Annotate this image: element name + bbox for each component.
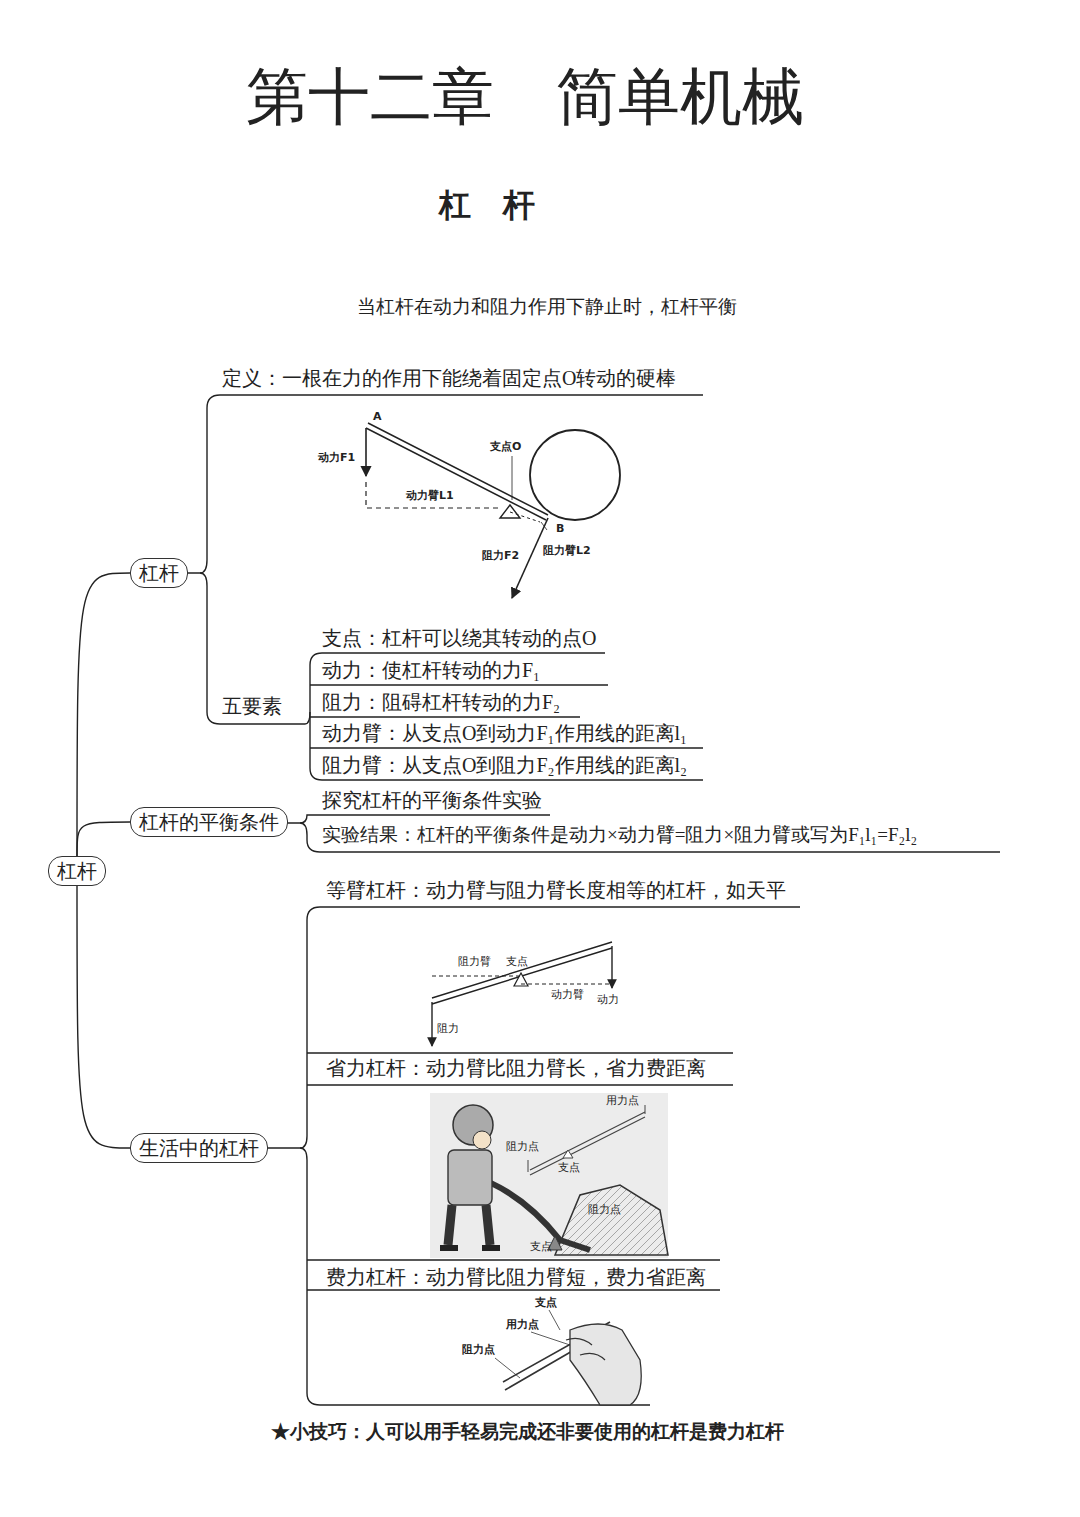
note-text: 杠 杆 (439, 186, 535, 224)
note-text: 支点：杠杆可以绕其转动的点O (322, 626, 596, 650)
note-text: 阻力臂：从支点O到阻力F₂作用线的距离l₂ (322, 753, 687, 777)
figure-label: 支点 (558, 1161, 580, 1174)
figure-label: 阻力点 (506, 1140, 539, 1153)
note-text: 五要素 (222, 694, 282, 718)
note-text: 定义：一根在力的作用下能绕着固定点O转动的硬棒 (222, 366, 676, 390)
figure-label: 动力F1 (318, 451, 355, 464)
branch-node: 生活中的杠杆 (130, 1133, 268, 1163)
crowbar-picture (430, 1093, 668, 1258)
note-text: 动力臂：从支点O到动力F₁作用线的距离l₁ (322, 721, 687, 745)
lever-figure-2 (432, 942, 612, 1046)
figure-label: A (373, 410, 382, 423)
figure-label: 支点 (506, 955, 528, 968)
figure-label: 阻力F2 (482, 549, 519, 562)
figure-label: 用力点 (606, 1094, 639, 1107)
figure-label: 动力臂L1 (406, 489, 454, 502)
lever-figure-1 (366, 423, 620, 598)
figure-label: 用力点 (506, 1318, 539, 1331)
node-label: 生活中的杠杆 (139, 1136, 259, 1160)
figure-label: 阻力臂L2 (543, 544, 591, 557)
root-node: 杠杆 (48, 856, 106, 886)
page-title: 第十二章 简单机械 (246, 60, 804, 134)
figure-label: 阻力点 (588, 1203, 621, 1216)
node-label: 杠杆 (139, 561, 179, 585)
mindmap-connector (77, 573, 130, 856)
figure-label: 动力 (597, 993, 619, 1006)
note-text: 费力杠杆：动力臂比阻力臂短，费力省距离 (326, 1265, 706, 1289)
chopsticks-picture (495, 1310, 641, 1405)
note-text: 阻力：阻碍杠杆转动的力F₂ (322, 690, 560, 714)
figure-label: 阻力臂 (458, 955, 491, 968)
figure-label: 阻力点 (462, 1343, 495, 1356)
figure-label: B (556, 522, 564, 535)
note-text: 实验结果：杠杆的平衡条件是动力×动力臂=阻力×阻力臂或写为F₁l₁=F₂l₂ (322, 824, 917, 847)
note-text: 探究杠杆的平衡条件实验 (322, 788, 542, 812)
node-label: 杠杆 (57, 859, 97, 883)
figure-label: 阻力 (437, 1022, 459, 1035)
brackets (187, 395, 1000, 1405)
note-text: ★小技巧：人可以用手轻易完成还非要使用的杠杆是费力杠杆 (271, 1421, 784, 1444)
figure-label: 支点 (530, 1240, 552, 1253)
figure-label: 支点 (535, 1296, 557, 1309)
branch-node: 杠杆的平衡条件 (130, 807, 288, 837)
branch-node: 杠杆 (130, 558, 188, 588)
node-label: 杠杆的平衡条件 (139, 810, 279, 834)
note-text: 省力杠杆：动力臂比阻力臂长，省力费距离 (326, 1056, 706, 1080)
mindmap-connector (77, 886, 130, 1148)
figure-label: 支点O (490, 440, 521, 453)
mindmap-connector (77, 822, 130, 856)
note-text: 等臂杠杆：动力臂与阻力臂长度相等的杠杆，如天平 (326, 878, 786, 902)
figure-label: 动力臂 (551, 988, 584, 1001)
note-text: 动力：使杠杆转动的力F₁ (322, 658, 540, 682)
note-text: 当杠杆在动力和阻力作用下静止时，杠杆平衡 (357, 296, 737, 319)
